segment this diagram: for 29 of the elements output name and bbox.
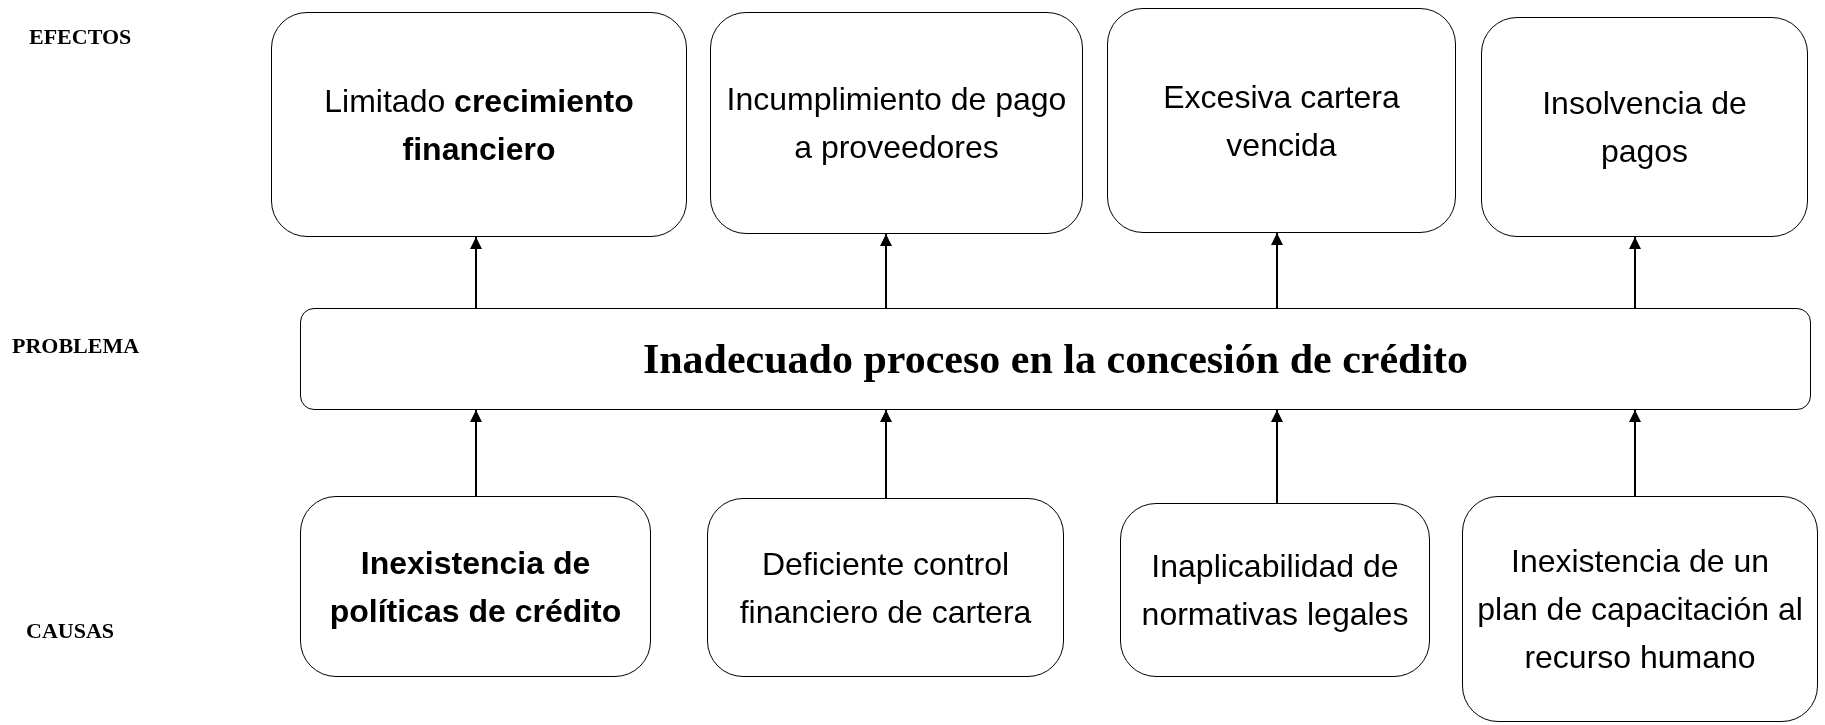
box-text: Insolvencia de pagos <box>1541 84 1748 171</box>
arrow <box>880 409 892 499</box>
arrow <box>470 409 482 497</box>
rounded-box <box>271 12 687 237</box>
row-heading: CAUSAS <box>26 618 115 644</box>
rounded-box <box>1120 503 1430 677</box>
box-text: Deficiente control financiero de cartera <box>738 544 1033 632</box>
arrow <box>880 233 892 309</box>
box-text: Incumplimiento de pago a proveedores <box>725 80 1068 167</box>
box-text: Inadecuado proceso en la concesión de crédito <box>642 334 1469 384</box>
rounded-box <box>707 498 1064 677</box>
row-heading: PROBLEMA <box>12 333 140 359</box>
rounded-box <box>710 12 1083 234</box>
arrow <box>1271 232 1283 309</box>
rounded-box <box>300 496 651 677</box>
box-text: Excesiva cartera vencida <box>1162 77 1401 165</box>
problem-box <box>300 308 1811 410</box>
arrow <box>470 236 482 309</box>
box-text: Inexistencia de un plan de capacitación al recurso humano <box>1477 542 1803 677</box>
box-text: Limitado crecimiento financiero <box>323 81 635 169</box>
row-heading: EFECTOS <box>29 24 132 50</box>
box-text: Inaplicabilidad de normativas legales <box>1140 547 1410 634</box>
arrow <box>1271 409 1283 504</box>
box-text: Inexistencia de políticas de crédito <box>328 543 623 631</box>
rounded-box <box>1107 8 1456 233</box>
arrow <box>1629 409 1641 497</box>
rounded-box <box>1462 496 1818 722</box>
rounded-box <box>1481 17 1808 237</box>
arrow <box>1629 236 1641 309</box>
